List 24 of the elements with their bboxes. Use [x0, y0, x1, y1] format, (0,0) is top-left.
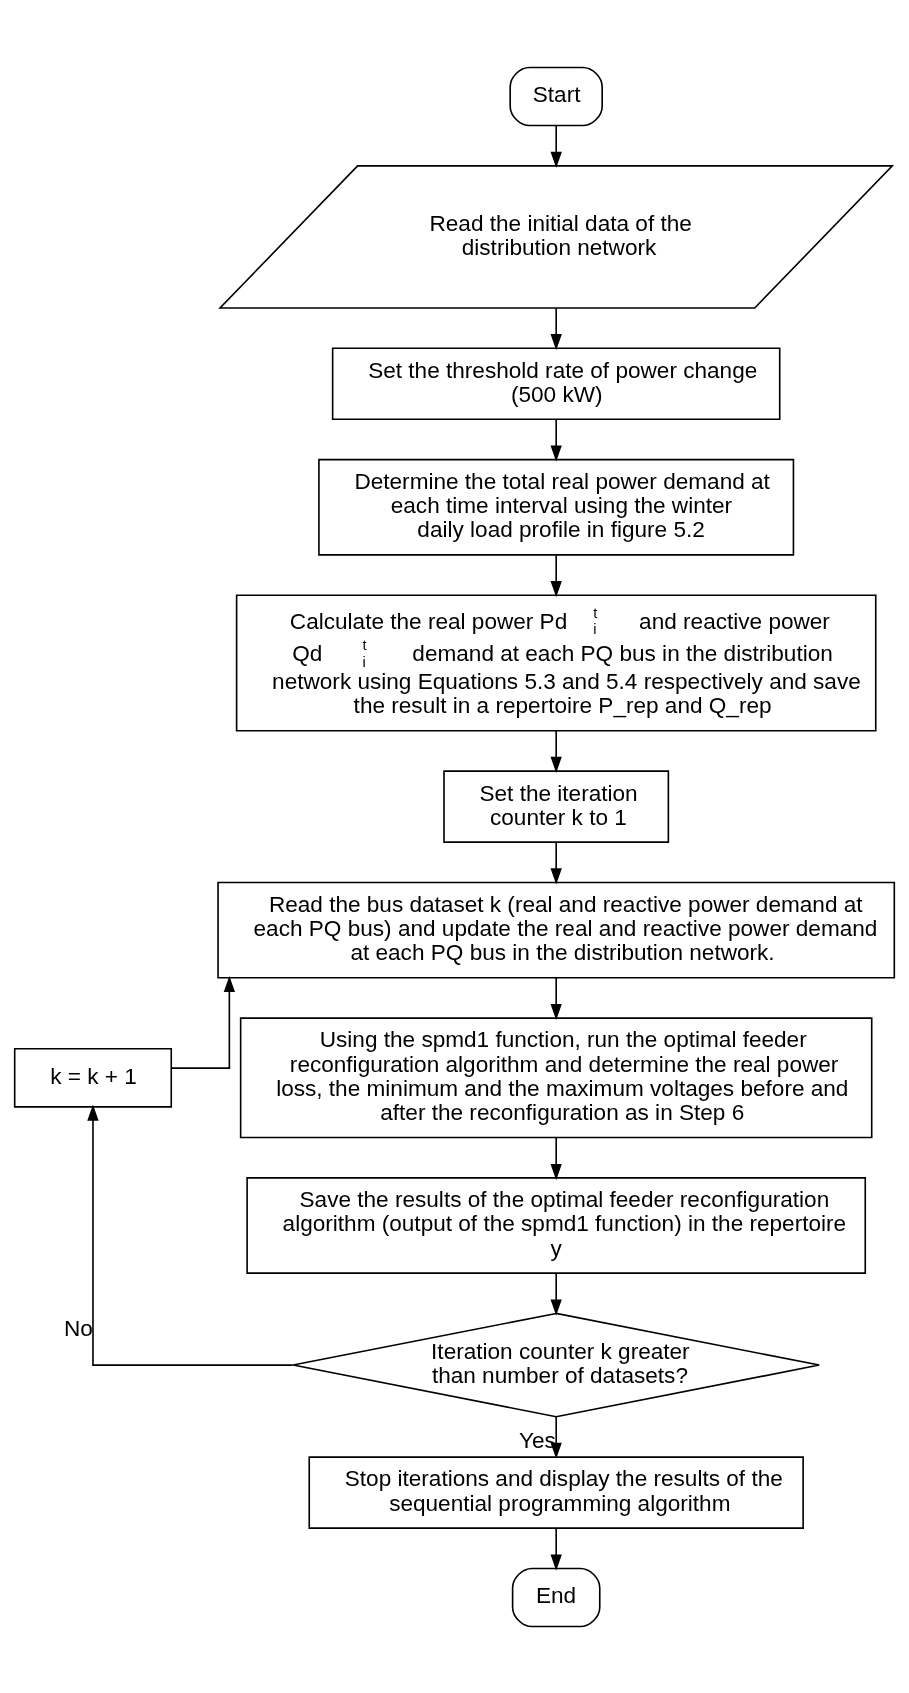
node-box: Save the results of the optimal feeder reconfiguration algorithm (output of the spmd1 function) in the repertoire y	[246, 1176, 867, 1274]
node-box: Stop iterations and display the results of the sequential programming algorithm	[308, 1455, 804, 1529]
node-box: End	[511, 1567, 601, 1627]
edge-label: No	[63, 1315, 93, 1341]
arrow	[550, 1136, 562, 1180]
arrow	[550, 124, 562, 168]
arrow	[87, 1104, 294, 1366]
arrow	[550, 729, 562, 773]
arrow	[550, 841, 562, 885]
arrow	[550, 1526, 562, 1571]
node-box: Start	[509, 66, 603, 126]
arrow	[550, 1272, 562, 1316]
node-box: Read the bus dataset k (real and reactive power demand at each PQ bus) and update the real and reactive power demand at each PQ bus in the distribution network.	[217, 881, 896, 979]
node-diamond: Iteration counter k greater than number of datasets?	[292, 1312, 821, 1418]
arrow	[550, 418, 562, 462]
node-box: k = k + 1	[13, 1047, 173, 1108]
node-box: Set the threshold rate of power change (500 kW)	[331, 347, 781, 420]
arrow	[170, 975, 235, 1069]
arrow	[550, 553, 562, 597]
node-box: Determine the total real power demand at each time interval using the winter daily load profile in figure 5.2	[318, 458, 795, 556]
node-box: Set the iteration counter k to 1	[443, 769, 670, 843]
arrow	[550, 306, 562, 350]
arrow	[550, 976, 562, 1020]
node-box: Using the spmd1 function, run the optimal feeder reconfiguration algorithm and determine the real power loss, the minimum and the maximum voltages before and after the reconfiguration as in Step 6	[239, 1016, 873, 1138]
